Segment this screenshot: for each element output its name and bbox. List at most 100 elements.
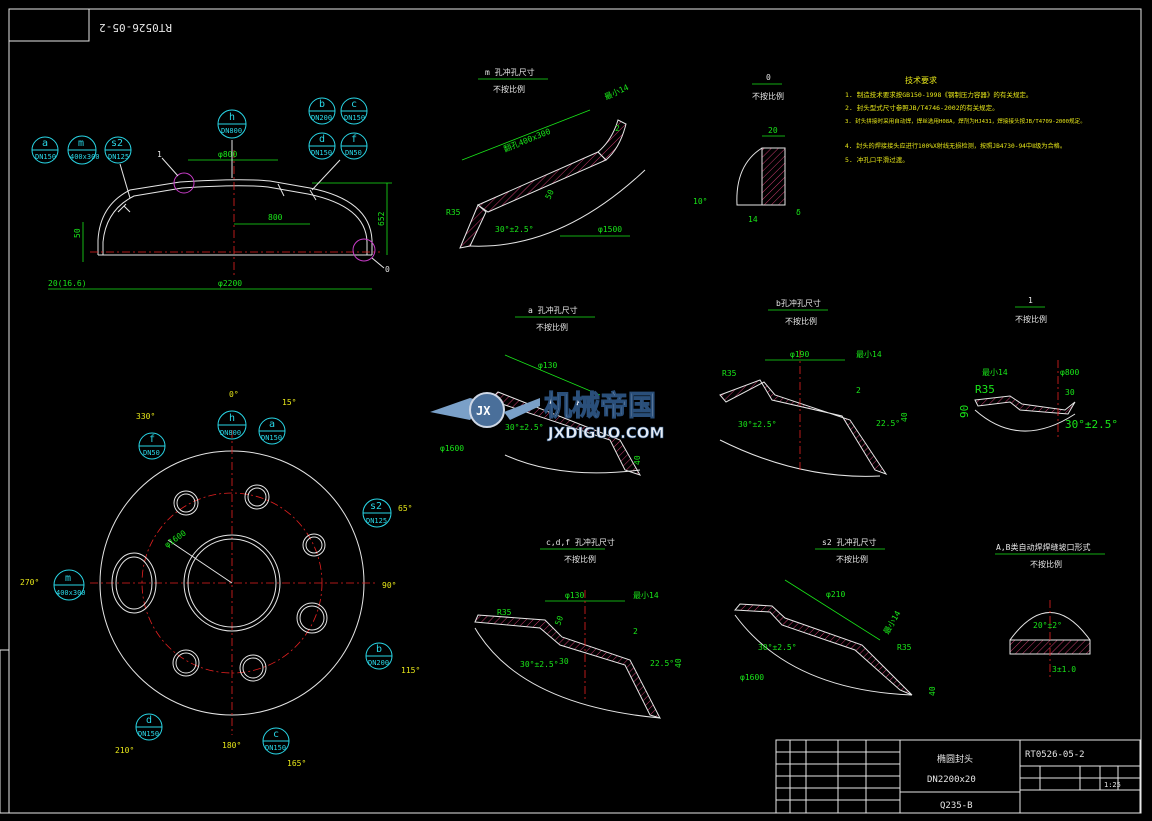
- main-head-section-view: 1 0 φ800 800 φ2200 652 50 20(16.6): [48, 140, 392, 290]
- svg-text:不按比例: 不按比例: [1015, 314, 1047, 324]
- nozzle-hole-a: [244, 484, 270, 510]
- nozzle-hole-b: [296, 602, 328, 634]
- callout-h: h DN800: [217, 109, 247, 139]
- svg-text:30°±2.5°: 30°±2.5°: [1065, 418, 1118, 431]
- svg-text:φ130: φ130: [538, 361, 557, 370]
- plan-callout-s2: s2 DN125: [362, 498, 392, 528]
- svg-text:最小14: 最小14: [603, 83, 630, 102]
- svg-text:50: 50: [544, 188, 556, 201]
- detail-ab-weld: A,B类自动焊焊缝坡口形式 不按比例 20°±2° 3±1.0: [995, 542, 1105, 680]
- svg-text:30°±2.5°: 30°±2.5°: [520, 660, 559, 669]
- nozzle-hole-f: [173, 490, 199, 516]
- dim-h50: 50: [73, 228, 82, 238]
- watermark-url: JXDIGUO.COM: [547, 424, 664, 442]
- svg-text:1. 制造技术要求按GB150-1998《钢制压力容器》的有: 1. 制造技术要求按GB150-1998《钢制压力容器》的有关规定。: [845, 90, 1032, 99]
- svg-text:DN150: DN150: [311, 149, 332, 157]
- dim-h652: 652: [377, 211, 386, 226]
- svg-text:30°±2.5°: 30°±2.5°: [505, 423, 544, 432]
- detail-0: 0 不按比例 20 10° δ 14: [693, 73, 801, 224]
- svg-text:20: 20: [768, 126, 778, 135]
- drawing-number: RT0526-05-2: [1025, 750, 1085, 760]
- svg-text:DN125: DN125: [108, 153, 129, 161]
- svg-text:DN200: DN200: [311, 114, 332, 122]
- svg-text:R35: R35: [446, 208, 461, 217]
- watermark-logo: JX 机械帝国 JXDIGUO.COM: [430, 389, 665, 442]
- svg-text:f: f: [351, 134, 357, 145]
- svg-text:h: h: [229, 413, 235, 424]
- svg-text:b: b: [376, 644, 382, 655]
- svg-text:h: h: [229, 112, 235, 123]
- svg-text:b孔冲孔尺寸: b孔冲孔尺寸: [776, 298, 821, 308]
- svg-text:m: m: [78, 138, 84, 149]
- svg-text:DN50: DN50: [345, 149, 362, 157]
- part-material: Q235-B: [940, 801, 973, 811]
- svg-text:s2: s2: [370, 501, 382, 512]
- svg-text:DN200: DN200: [368, 659, 389, 667]
- svg-text:5. 冲孔口平滑过渡。: 5. 冲孔口平滑过渡。: [845, 155, 909, 164]
- svg-text:d: d: [146, 715, 152, 726]
- svg-text:R35: R35: [722, 369, 737, 378]
- main-view-callouts: a DN150 m 400x300 s2 DN125 h DN800 b DN2…: [31, 97, 368, 165]
- svg-text:22.5°: 22.5°: [876, 419, 900, 428]
- svg-text:a 孔冲孔尺寸: a 孔冲孔尺寸: [528, 305, 578, 315]
- callout-m: m 400x300: [67, 135, 100, 165]
- svg-text:翻孔400x300: 翻孔400x300: [502, 127, 552, 154]
- plan-view-callouts: h DN800 a DN150 f DN50 s2 DN125 m 400x30…: [53, 410, 393, 755]
- svg-text:210°: 210°: [115, 746, 134, 755]
- svg-text:400x300: 400x300: [56, 589, 86, 597]
- plan-callout-d: d DN150: [135, 713, 163, 741]
- svg-text:2: 2: [615, 124, 620, 133]
- svg-text:c,d,f 孔冲孔尺寸: c,d,f 孔冲孔尺寸: [546, 537, 615, 547]
- detail-b: b孔冲孔尺寸 不按比例 φ190 最小14 R35 2 30°±2.5° 22.…: [719, 298, 909, 477]
- nozzle-hole-s2: [302, 533, 326, 557]
- svg-text:30°±2.5°: 30°±2.5°: [738, 420, 777, 429]
- nozzle-hole-c: [239, 654, 267, 682]
- drawing-scale: 1:25: [1104, 781, 1121, 789]
- svg-text:40: 40: [674, 658, 683, 668]
- detail-1: 1 不按比例 最小14 φ800 R35 90 30°±2.5° 30: [958, 296, 1118, 440]
- svg-text:最小14: 最小14: [856, 350, 882, 359]
- angle-0: 0°: [229, 390, 239, 399]
- svg-text:m 孔冲孔尺寸: m 孔冲孔尺寸: [485, 67, 535, 77]
- svg-text:不按比例: 不按比例: [752, 91, 784, 101]
- svg-text:90: 90: [958, 405, 971, 418]
- dim-bolt-circle: φ1600: [163, 528, 188, 549]
- dim-d800: φ800: [218, 150, 237, 159]
- svg-text:40: 40: [900, 412, 909, 422]
- svg-text:不按比例: 不按比例: [493, 84, 525, 94]
- svg-text:φ800: φ800: [1060, 368, 1079, 377]
- svg-text:15°: 15°: [282, 398, 296, 407]
- detail-s2: s2 孔冲孔尺寸 不按比例 φ210 最小14 R35 30°±2.5° φ16…: [733, 537, 937, 696]
- detail-circle-0: [352, 238, 376, 262]
- svg-text:4. 封头的焊接接头应进行100%X射线无损检测，按照JB4: 4. 封头的焊接接头应进行100%X射线无损检测，按照JB4730-94中Ⅱ级为…: [845, 142, 1066, 150]
- svg-text:a: a: [269, 419, 275, 430]
- svg-text:30°±2.5°: 30°±2.5°: [495, 225, 534, 234]
- svg-text:DN800: DN800: [221, 127, 242, 135]
- nozzle-hole-d: [172, 649, 200, 677]
- svg-text:DN150: DN150: [138, 730, 159, 738]
- svg-text:270°: 270°: [20, 578, 39, 587]
- svg-text:DN150: DN150: [35, 153, 56, 161]
- svg-text:R35: R35: [975, 383, 995, 396]
- plan-callout-h: h DN800: [217, 410, 247, 440]
- svg-text:DN150: DN150: [344, 114, 365, 122]
- detail-mark-1: 1: [157, 150, 162, 159]
- svg-text:φ1500: φ1500: [598, 225, 622, 234]
- svg-text:s2 孔冲孔尺寸: s2 孔冲孔尺寸: [822, 537, 876, 547]
- svg-text:2: 2: [856, 386, 861, 395]
- svg-text:最小14: 最小14: [982, 368, 1008, 377]
- svg-text:330°: 330°: [136, 412, 155, 421]
- dim-d2200: φ2200: [218, 279, 242, 288]
- svg-text:65°: 65°: [398, 504, 412, 513]
- svg-text:2: 2: [633, 627, 638, 636]
- svg-text:3±1.0: 3±1.0: [1052, 665, 1076, 674]
- plan-callout-b: b DN200: [365, 642, 393, 670]
- dim-l800: 800: [268, 213, 283, 222]
- svg-text:DN125: DN125: [366, 517, 387, 525]
- svg-text:c: c: [351, 99, 357, 110]
- svg-text:50: 50: [553, 614, 565, 626]
- plan-callout-c: c DN150: [262, 727, 290, 755]
- drawing-number-vertical: RT0526-05-2: [99, 21, 172, 34]
- plan-callout-m: m 400x300: [53, 569, 86, 601]
